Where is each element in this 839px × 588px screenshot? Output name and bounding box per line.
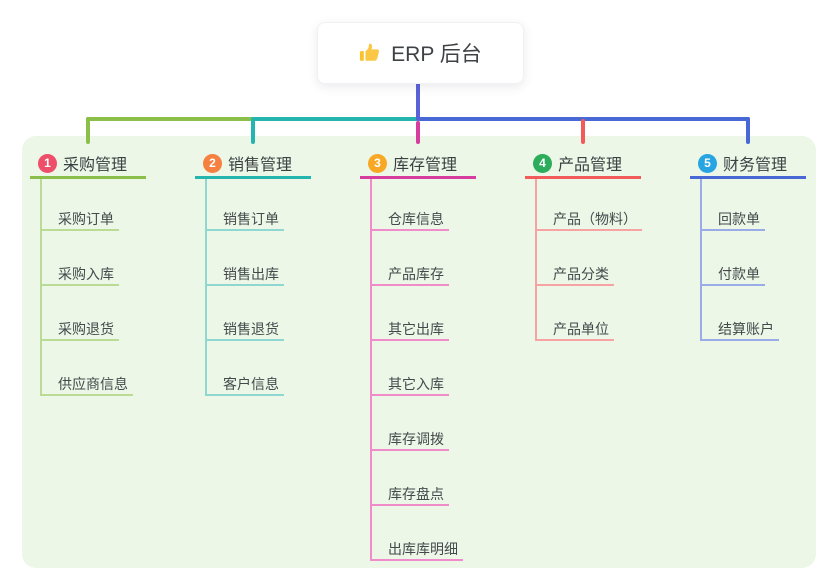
root-title: ERP 后台 [391,43,482,66]
child-node[interactable]: 产品库存 [370,264,449,286]
branch-3: 3 库存管理仓库信息产品库存其它出库其它入库库存调拨库存盘点出库库明细 [360,150,476,561]
branch-label: 采购管理 [63,157,128,174]
connector-line [86,117,253,121]
connector-line [416,82,420,121]
child-node[interactable]: 回款单 [700,209,765,231]
child-node[interactable]: 采购订单 [40,209,119,231]
branch-label: 产品管理 [558,157,623,174]
child-node[interactable]: 其它入库 [370,374,449,396]
priority-badge-icon: 3 [368,153,387,173]
connector-line [746,117,750,144]
child-node[interactable]: 销售退货 [205,319,284,341]
connector-line [251,117,418,121]
child-node[interactable]: 结算账户 [700,319,779,341]
branch-node-4[interactable]: 4 产品管理 [525,150,641,179]
branch-node-1[interactable]: 1 采购管理 [30,150,146,179]
priority-badge-icon: 5 [698,153,717,173]
connector-line [416,121,420,144]
priority-badge-icon: 2 [203,153,222,173]
child-node[interactable]: 产品单位 [535,319,614,341]
branch-trunk-line [700,179,702,341]
child-node[interactable]: 付款单 [700,264,765,286]
child-node[interactable]: 采购退货 [40,319,119,341]
branch-5: 5 财务管理回款单付款单结算账户 [690,150,806,341]
branch-label: 销售管理 [228,157,293,174]
branch-node-3[interactable]: 3 库存管理 [360,150,476,179]
priority-badge-icon: 4 [533,153,552,173]
branch-trunk-line [535,179,537,341]
child-node[interactable]: 库存盘点 [370,484,449,506]
child-node[interactable]: 仓库信息 [370,209,449,231]
connector-line [86,117,90,144]
child-node[interactable]: 出库库明细 [370,539,463,561]
branch-1: 1 采购管理采购订单采购入库采购退货供应商信息 [30,150,146,396]
branch-4: 4 产品管理产品（物料） 产品分类产品单位 [525,150,642,341]
child-node[interactable]: 供应商信息 [40,374,133,396]
branch-label: 财务管理 [723,157,788,174]
child-node[interactable]: 产品分类 [535,264,614,286]
branch-label: 库存管理 [393,157,458,174]
branch-node-2[interactable]: 2 销售管理 [195,150,311,179]
priority-badge-icon: 1 [38,153,57,173]
connector-line [581,119,585,144]
child-node[interactable]: 产品（物料） [535,209,642,231]
branch-trunk-line [40,179,42,396]
branch-trunk-line [370,179,372,561]
child-node[interactable]: 其它出库 [370,319,449,341]
child-node[interactable]: 客户信息 [205,374,284,396]
thumbs-up-icon [359,42,381,64]
branch-trunk-line [205,179,207,396]
background-panel [22,136,816,568]
child-node[interactable]: 采购入库 [40,264,119,286]
child-node[interactable]: 库存调拨 [370,429,449,451]
root-node[interactable]: ERP 后台 [317,22,524,84]
branch-node-5[interactable]: 5 财务管理 [690,150,806,179]
child-node[interactable]: 销售出库 [205,264,284,286]
connector-line [251,117,255,144]
child-node[interactable]: 销售订单 [205,209,284,231]
branch-2: 2 销售管理销售订单销售出库销售退货客户信息 [195,150,311,396]
